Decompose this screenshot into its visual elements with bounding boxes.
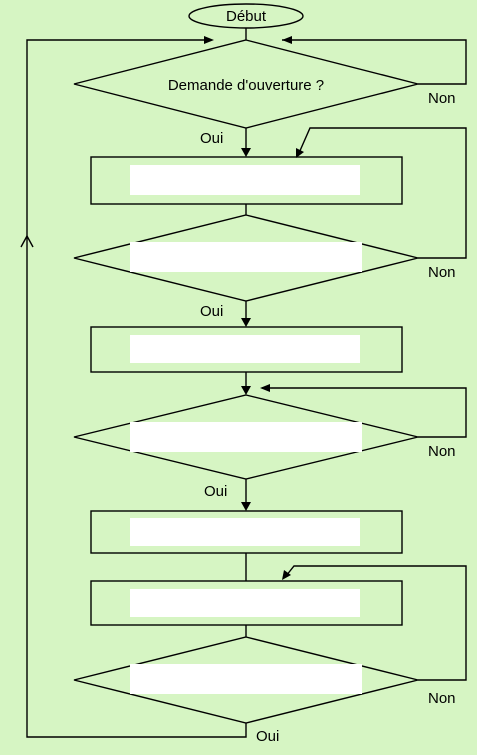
decision-3-no-label: Non [428,443,456,460]
decision-2-no-label: Non [428,264,456,281]
main-return-loop [26,39,247,738]
decision-2-no-loop [298,127,467,259]
decision-1-yes-arrowhead [241,148,251,157]
decision-3-no-arrowhead [260,384,270,392]
decision-2-no-arrowhead [296,148,304,158]
decision-2-yes-label: Oui [200,303,223,320]
decision-4-no-label: Non [428,690,456,707]
decision-3-no-loop [262,387,467,438]
decision-1-question: Demande d'ouverture ? [168,77,324,94]
decision-4-no-loop [285,565,467,681]
start-label: Début [226,8,267,25]
process-2-blank [130,335,360,363]
decision-1-no-arrowhead [282,36,292,44]
decision-4-no-arrowhead [282,570,291,580]
decision-1-no-loop [282,39,467,85]
decision-1-no-label: Non [428,90,456,107]
decision-3-yes-label: Oui [204,483,227,500]
decision-4-blank [130,664,362,694]
process-4-blank [130,589,360,617]
process-3-blank [130,518,360,546]
decision-2-yes-arrowhead [241,318,251,327]
decision-2-blank [130,242,362,272]
main-return-up-chevron [20,234,34,248]
process-2-arrowhead [241,386,251,395]
main-return-arrowhead [204,36,214,44]
decision-3-yes-arrowhead [241,502,251,511]
decision-4-yes-label: Oui [256,728,279,745]
process-1-blank [130,165,360,195]
decision-3-blank [130,422,362,452]
decision-1-yes-label: Oui [200,130,223,147]
